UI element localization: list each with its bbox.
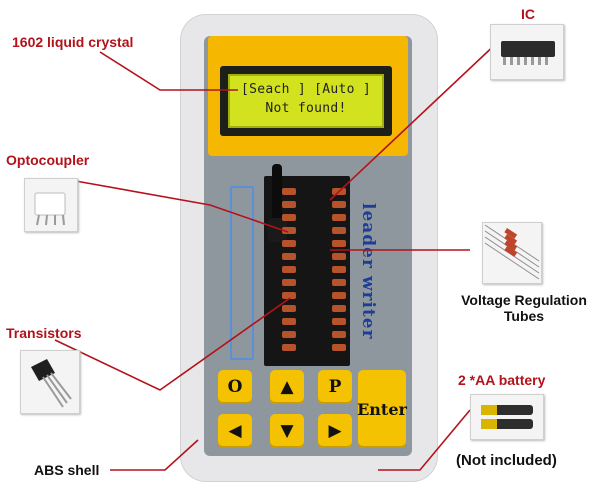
socket-pin (282, 253, 296, 260)
label-ic: IC (521, 6, 535, 22)
brand-text: leader writer (358, 202, 378, 340)
label-battery: 2 *AA battery (458, 372, 546, 388)
optocoupler-icon (34, 192, 66, 226)
socket-pin (332, 253, 346, 260)
lcd-line-2: Not found! (265, 101, 347, 116)
abs-shell: [Seach ] [Auto ] Not found! leader write… (180, 14, 438, 482)
socket-pin (282, 188, 296, 195)
socket-pin (332, 292, 346, 299)
zener-diode-icon (484, 224, 540, 280)
device-face: [Seach ] [Auto ] Not found! leader write… (204, 36, 412, 456)
ic-thumbnail (490, 24, 564, 80)
label-transistors: Transistors (6, 325, 82, 341)
socket-pin (282, 318, 296, 325)
socket-pin (282, 227, 296, 234)
battery-thumbnail (470, 394, 544, 440)
socket-pin (332, 227, 346, 234)
label-lcd: 1602 liquid crystal (12, 34, 134, 50)
key-down[interactable]: ▼ (270, 414, 304, 448)
transistor-thumbnail (20, 350, 80, 414)
label-voltage-regulation: Voltage Regulation Tubes (461, 292, 587, 324)
socket-pin (332, 331, 346, 338)
socket-pin (282, 292, 296, 299)
optocoupler-thumbnail (24, 178, 78, 232)
socket-pin (282, 240, 296, 247)
socket-pin (332, 214, 346, 221)
socket-pin (282, 201, 296, 208)
lcd-module: [Seach ] [Auto ] Not found! (220, 66, 392, 136)
voltage-regulator-thumbnail (482, 222, 542, 284)
key-p[interactable]: P (318, 370, 352, 404)
socket-pin (332, 266, 346, 273)
socket-pin (332, 201, 346, 208)
label-abs-shell: ABS shell (34, 462, 100, 478)
socket-pin (282, 214, 296, 221)
aa-battery-icon (481, 405, 533, 429)
socket-pin (332, 305, 346, 312)
socket-pin (282, 331, 296, 338)
key-enter[interactable]: Enter (357, 370, 407, 448)
lcd-screen: [Seach ] [Auto ] Not found! (228, 74, 384, 128)
key-left[interactable]: ◀ (218, 414, 252, 448)
key-right[interactable]: ▶ (318, 414, 352, 448)
lcd-line-1: [Seach ] [Auto ] (240, 82, 372, 97)
socket-pin (332, 318, 346, 325)
socket-pin (332, 279, 346, 286)
label-optocoupler: Optocoupler (6, 152, 90, 168)
socket-pin (282, 266, 296, 273)
socket-pin (332, 240, 346, 247)
socket-pin (332, 344, 346, 351)
socket-pin (332, 188, 346, 195)
socket-pin (282, 279, 296, 286)
socket-pin (282, 344, 296, 351)
ic-chip-icon (501, 41, 555, 65)
key-o[interactable]: O (218, 370, 252, 404)
guide-rail (230, 186, 254, 360)
transistor-icon (31, 359, 72, 408)
keypad: O ▲ P Enter ◀ ▼ ▶ (214, 370, 407, 456)
label-not-included: (Not included) (456, 452, 557, 469)
key-up[interactable]: ▲ (270, 370, 304, 404)
socket-pin (282, 305, 296, 312)
